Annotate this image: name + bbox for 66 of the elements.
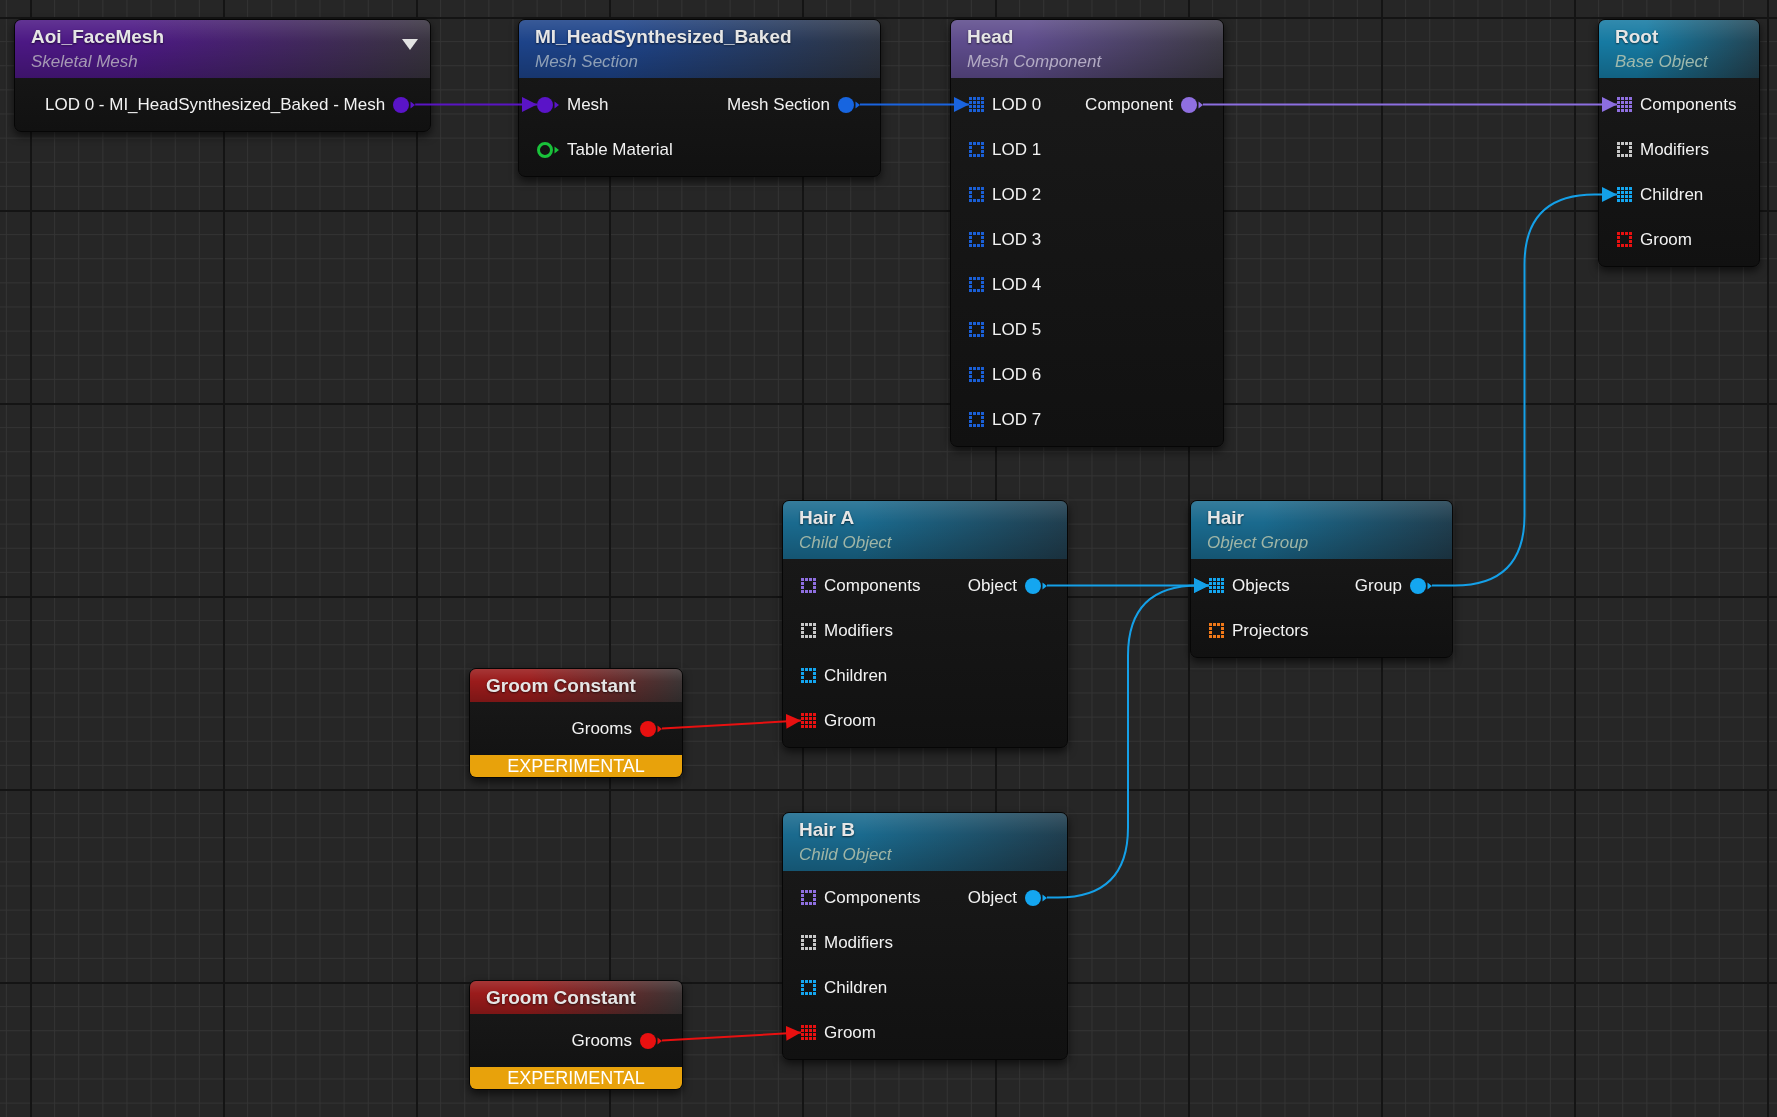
node-subtitle: Mesh Component — [967, 51, 1102, 73]
status-banner: EXPERIMENTAL — [470, 755, 682, 777]
node-title: Groom Constant — [486, 674, 636, 698]
pin-label: Object — [967, 574, 1017, 597]
pin-label: Mesh Section — [727, 93, 830, 116]
pin-label: Modifiers — [824, 931, 893, 954]
node-subtitle: Child Object — [799, 532, 892, 554]
node-card — [469, 668, 683, 778]
node-card — [14, 19, 431, 132]
node-card — [950, 19, 1224, 447]
connector-wire — [1046, 578, 1210, 899]
pin-label: Modifiers — [1640, 138, 1709, 161]
node-card — [1190, 500, 1453, 658]
node-subtitle: Skeletal Mesh — [31, 51, 138, 73]
pin-label: Projectors — [1232, 619, 1309, 642]
node-title: Groom Constant — [486, 986, 636, 1010]
pin-label: Components — [824, 886, 921, 909]
pin-label: Modifiers — [824, 619, 893, 642]
node-subtitle: Base Object — [1615, 51, 1708, 73]
pin-label: LOD 2 — [992, 183, 1042, 206]
pin-label: Children — [824, 976, 888, 999]
pin-label: Grooms — [571, 1029, 632, 1052]
pin-label: Groom — [824, 709, 876, 732]
node-title: Hair B — [799, 818, 855, 842]
node-title: Root — [1615, 25, 1659, 49]
pin-label: Objects — [1232, 574, 1290, 597]
pin-label: Groom — [1640, 228, 1692, 251]
pin-label: Components — [1640, 93, 1737, 116]
pin-label: Group — [1354, 574, 1402, 597]
pin-label: LOD 3 — [992, 228, 1042, 251]
pin-label: LOD 4 — [992, 273, 1042, 296]
node-title: Aoi_FaceMesh — [31, 25, 165, 49]
node-subtitle: Object Group — [1207, 532, 1309, 554]
connector-wire — [1431, 187, 1618, 587]
connector-wire — [1202, 97, 1618, 112]
node-title: MI_HeadSynthesized_Baked — [535, 25, 792, 49]
node-title: Hair A — [799, 506, 855, 530]
node-subtitle: Child Object — [799, 844, 892, 866]
connector-wire — [859, 97, 970, 112]
connector-wire — [661, 1025, 802, 1042]
pin-label: Grooms — [571, 717, 632, 740]
pin-label: LOD 1 — [992, 138, 1042, 161]
connector-wire — [414, 97, 538, 112]
node-subtitle: Mesh Section — [535, 51, 638, 73]
pin-label: Groom — [824, 1021, 876, 1044]
pin-label: LOD 6 — [992, 363, 1042, 386]
pin-label: LOD 7 — [992, 408, 1042, 431]
node-card — [469, 980, 683, 1090]
pin-label: LOD 0 — [992, 93, 1042, 116]
status-banner: EXPERIMENTAL — [470, 1067, 682, 1089]
pin-label: Object — [967, 886, 1017, 909]
node-card — [782, 812, 1068, 1060]
pin-label: Children — [824, 664, 888, 687]
pin-label: Components — [824, 574, 921, 597]
pin-label: LOD 5 — [992, 318, 1042, 341]
node-card — [782, 500, 1068, 748]
pin-label: Children — [1640, 183, 1704, 206]
pin-label: Mesh — [567, 93, 609, 116]
node-card — [518, 19, 881, 177]
node-card — [1598, 19, 1760, 267]
pin-label: LOD 0 - MI_HeadSynthesized_Baked - Mesh — [45, 93, 386, 116]
pin-label: Table Material — [567, 138, 673, 161]
node-title: Head — [967, 25, 1014, 49]
node-title: Hair — [1207, 506, 1244, 530]
connector-wire — [661, 713, 802, 730]
pin-label: Component — [1085, 93, 1173, 116]
